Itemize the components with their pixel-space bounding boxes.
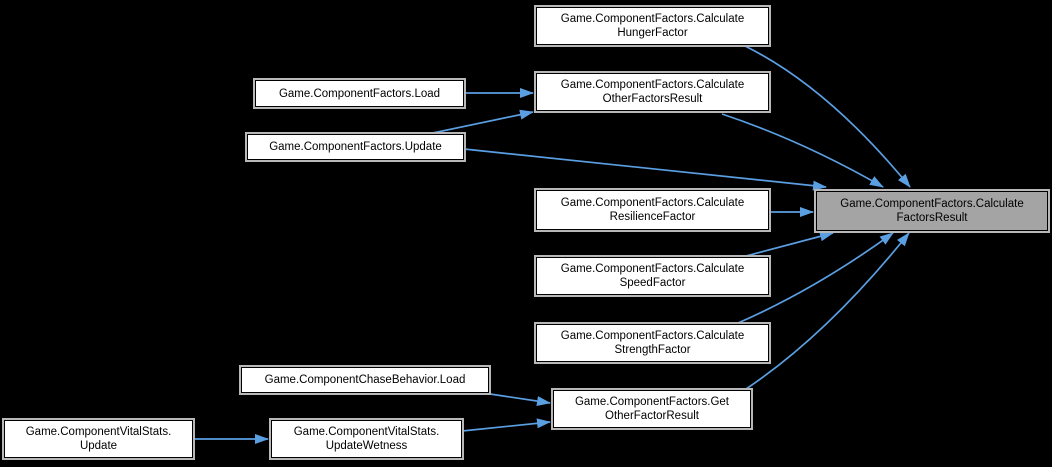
edge-calc-speed-factor-to-calc-factors-result (745, 231, 834, 257)
node-label-line: Game.ComponentFactors.Calculate (560, 197, 745, 209)
node-label-line: FactorsResult (896, 212, 968, 224)
graph-node-factors-load[interactable]: Game.ComponentFactors.Load (255, 80, 464, 107)
edge-factors-update-to-calc-factors-result (463, 148, 827, 191)
node-label-line: Game.ComponentFactors.Calculate (560, 79, 745, 91)
node-label-line: Game.ComponentVitalStats. (25, 426, 172, 438)
graph-node-vital-stats-update[interactable]: Game.ComponentVitalStats. Update (4, 420, 193, 458)
node-label-line: Game.ComponentFactors.Get (574, 396, 730, 408)
graph-node-update-wetness[interactable]: Game.ComponentVitalStats. UpdateWetness (271, 420, 462, 458)
graph-node-factors-update[interactable]: Game.ComponentFactors.Update (247, 134, 464, 160)
node-label-line: Game.ComponentFactors.Calculate (840, 198, 1024, 210)
edge-calc-other-factors-result-to-calc-factors-result (721, 113, 884, 188)
edge-update-wetness-to-get-other-factor-result (461, 418, 551, 432)
node-label-line: Game.ComponentFactors.Calculate (560, 330, 745, 342)
node-label-line: OtherFactorResult (605, 410, 699, 422)
node-label-line: HungerFactor (617, 27, 688, 39)
edge-calc-hunger-factor-to-calc-factors-result (744, 45, 911, 188)
edge-calc-strength-factor-to-calc-factors-result (737, 232, 894, 324)
edge-factors-update-to-calc-other-factors-result (427, 109, 534, 135)
edge-chase-behavior-load-to-get-other-factor-result (489, 393, 551, 407)
node-label-line: StrengthFactor (614, 344, 691, 356)
node-label-line: Game.ComponentVitalStats. (293, 426, 440, 438)
edge-get-other-factor-result-to-calc-factors-result (745, 232, 910, 390)
node-label-line: Game.ComponentFactors.Update (269, 141, 442, 153)
node-label-line: Game.ComponentFactors.Calculate (560, 263, 745, 275)
graph-node-chase-behavior-load[interactable]: Game.ComponentChaseBehavior.Load (241, 367, 489, 393)
node-label-line: OtherFactorsResult (602, 93, 703, 105)
node-label-line: UpdateWetness (325, 440, 408, 452)
node-label-line: Game.ComponentFactors.Calculate (560, 13, 745, 25)
node-label-line: Game.ComponentFactors.Load (278, 87, 441, 100)
node-label-line: Update (79, 440, 118, 452)
node-label-line: ResilienceFactor (609, 211, 696, 223)
node-label-line: Game.ComponentChaseBehavior.Load (264, 374, 466, 386)
node-label-line: SpeedFactor (619, 277, 686, 289)
